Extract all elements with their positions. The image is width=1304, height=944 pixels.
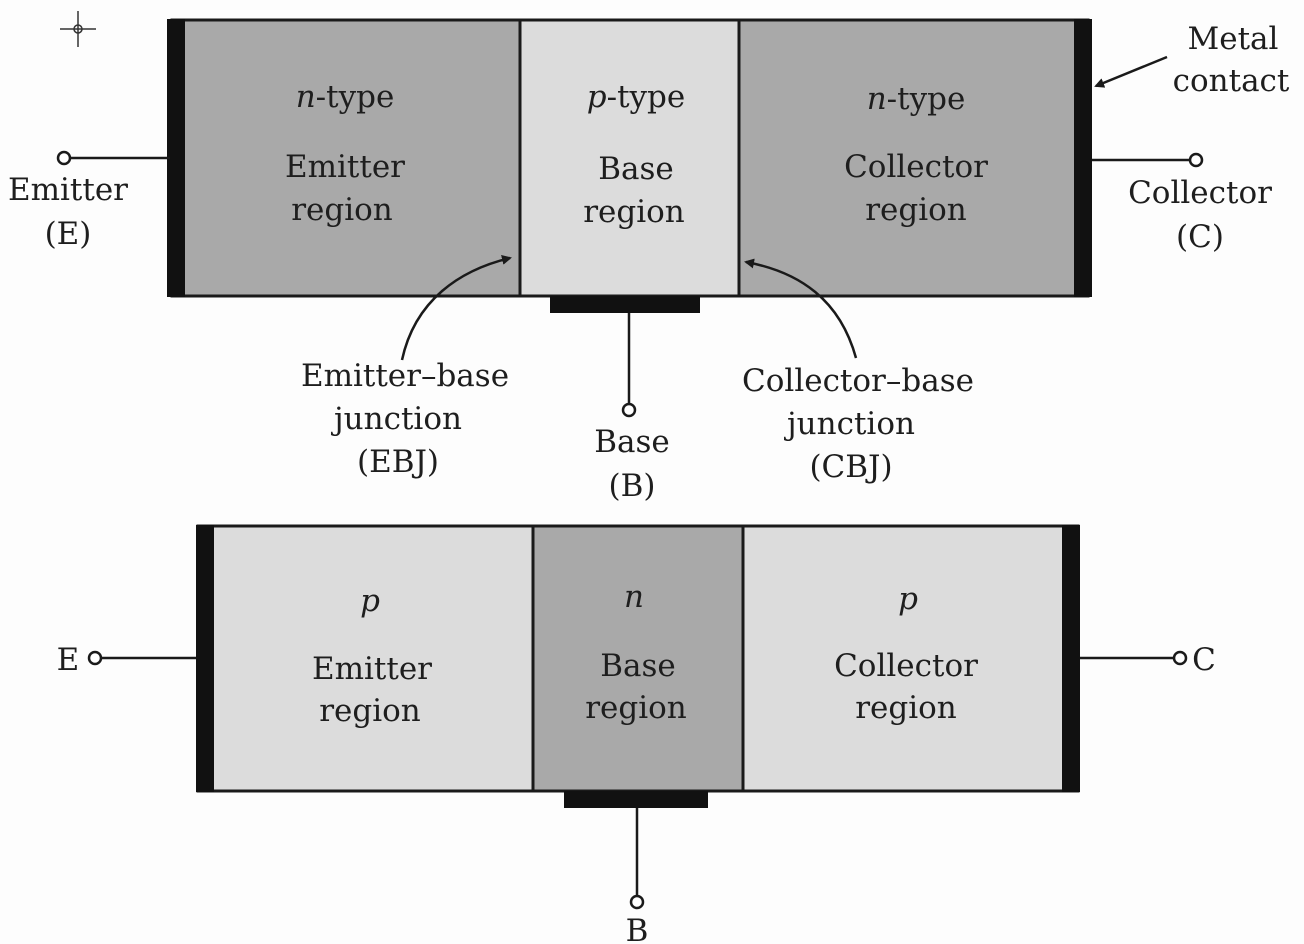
- npn-base-metal-contact: [550, 296, 700, 313]
- cbj-label-line3: (CBJ): [809, 449, 892, 485]
- pnp-emitter-word: region: [319, 693, 421, 729]
- pnp-base-type: n: [624, 579, 644, 615]
- ebj-label-line3: (EBJ): [357, 444, 439, 480]
- npn-base-terminal-icon: [621, 402, 637, 418]
- pnp-base-region: [531, 524, 745, 793]
- pnp-base-metal-contact: [564, 791, 708, 808]
- pnp-collector-terminal-icon: [1172, 650, 1188, 666]
- npn-emitter-word: region: [291, 192, 393, 228]
- pnp-collector-word: region: [855, 690, 957, 726]
- npn-emitter-region: [170, 18, 522, 298]
- cbj-label-line2: junction: [784, 406, 915, 442]
- npn-collector-terminal-abbr: (C): [1176, 219, 1224, 255]
- metal-contact-label-line2: contact: [1173, 63, 1290, 99]
- npn-emitter-terminal-icon: [56, 150, 72, 166]
- npn-base-word: region: [583, 194, 685, 230]
- pnp-collector-metal-contact: [1062, 525, 1080, 792]
- pnp-collector-region: [741, 524, 1080, 793]
- metal-contact-arrow-icon: [1094, 55, 1168, 88]
- npn-collector-terminal-name: Collector: [1128, 175, 1272, 211]
- pnp-collector-type: p: [898, 581, 918, 617]
- pnp-emitter-terminal-icon: [87, 650, 103, 666]
- cbj-arrow-icon: [744, 258, 858, 359]
- npn-collector-metal-contact: [1074, 19, 1092, 297]
- ebj-label-line2: junction: [331, 401, 462, 437]
- pnp-emitter-terminal-label: E: [57, 642, 80, 678]
- pnp-base-name: Base: [600, 648, 676, 684]
- pnp-emitter-region: [196, 524, 535, 793]
- npn-base-type: p-type: [587, 79, 686, 115]
- npn-base-region: [518, 18, 741, 298]
- cbj-label-line1: Collector–base: [742, 363, 974, 399]
- npn-base-terminal-name: Base: [594, 424, 670, 460]
- npn-collector-region: [737, 18, 1090, 298]
- npn-collector-name: Collector: [844, 149, 988, 185]
- pnp-transistor: p Emitter region n Base region p Collect…: [57, 524, 1216, 944]
- pnp-emitter-name: Emitter: [312, 651, 432, 687]
- npn-emitter-metal-contact: [167, 19, 185, 297]
- pnp-emitter-metal-contact: [196, 525, 214, 792]
- npn-base-name: Base: [598, 151, 674, 187]
- pnp-base-terminal-icon: [629, 894, 645, 910]
- npn-collector-type: n-type: [867, 81, 966, 117]
- npn-emitter-terminal-name: Emitter: [8, 172, 128, 208]
- pnp-base-terminal-label: B: [626, 913, 649, 944]
- crosshair-icon: [60, 11, 96, 47]
- npn-collector-word: region: [865, 192, 967, 228]
- npn-collector-terminal-icon: [1188, 152, 1204, 168]
- npn-emitter-name: Emitter: [285, 149, 405, 185]
- ebj-label-line1: Emitter–base: [301, 358, 509, 394]
- npn-emitter-type: n-type: [296, 79, 395, 115]
- pnp-base-word: region: [585, 690, 687, 726]
- pnp-collector-terminal-label: C: [1192, 642, 1216, 678]
- metal-contact-label-line1: Metal: [1188, 21, 1279, 57]
- pnp-emitter-type: p: [360, 583, 380, 619]
- ebj-arrow-icon: [400, 255, 512, 361]
- npn-emitter-terminal-abbr: (E): [45, 216, 92, 252]
- pnp-collector-name: Collector: [834, 648, 978, 684]
- npn-base-terminal-abbr: (B): [609, 468, 656, 504]
- npn-transistor: n-type Emitter region p-type Base region…: [8, 18, 1290, 504]
